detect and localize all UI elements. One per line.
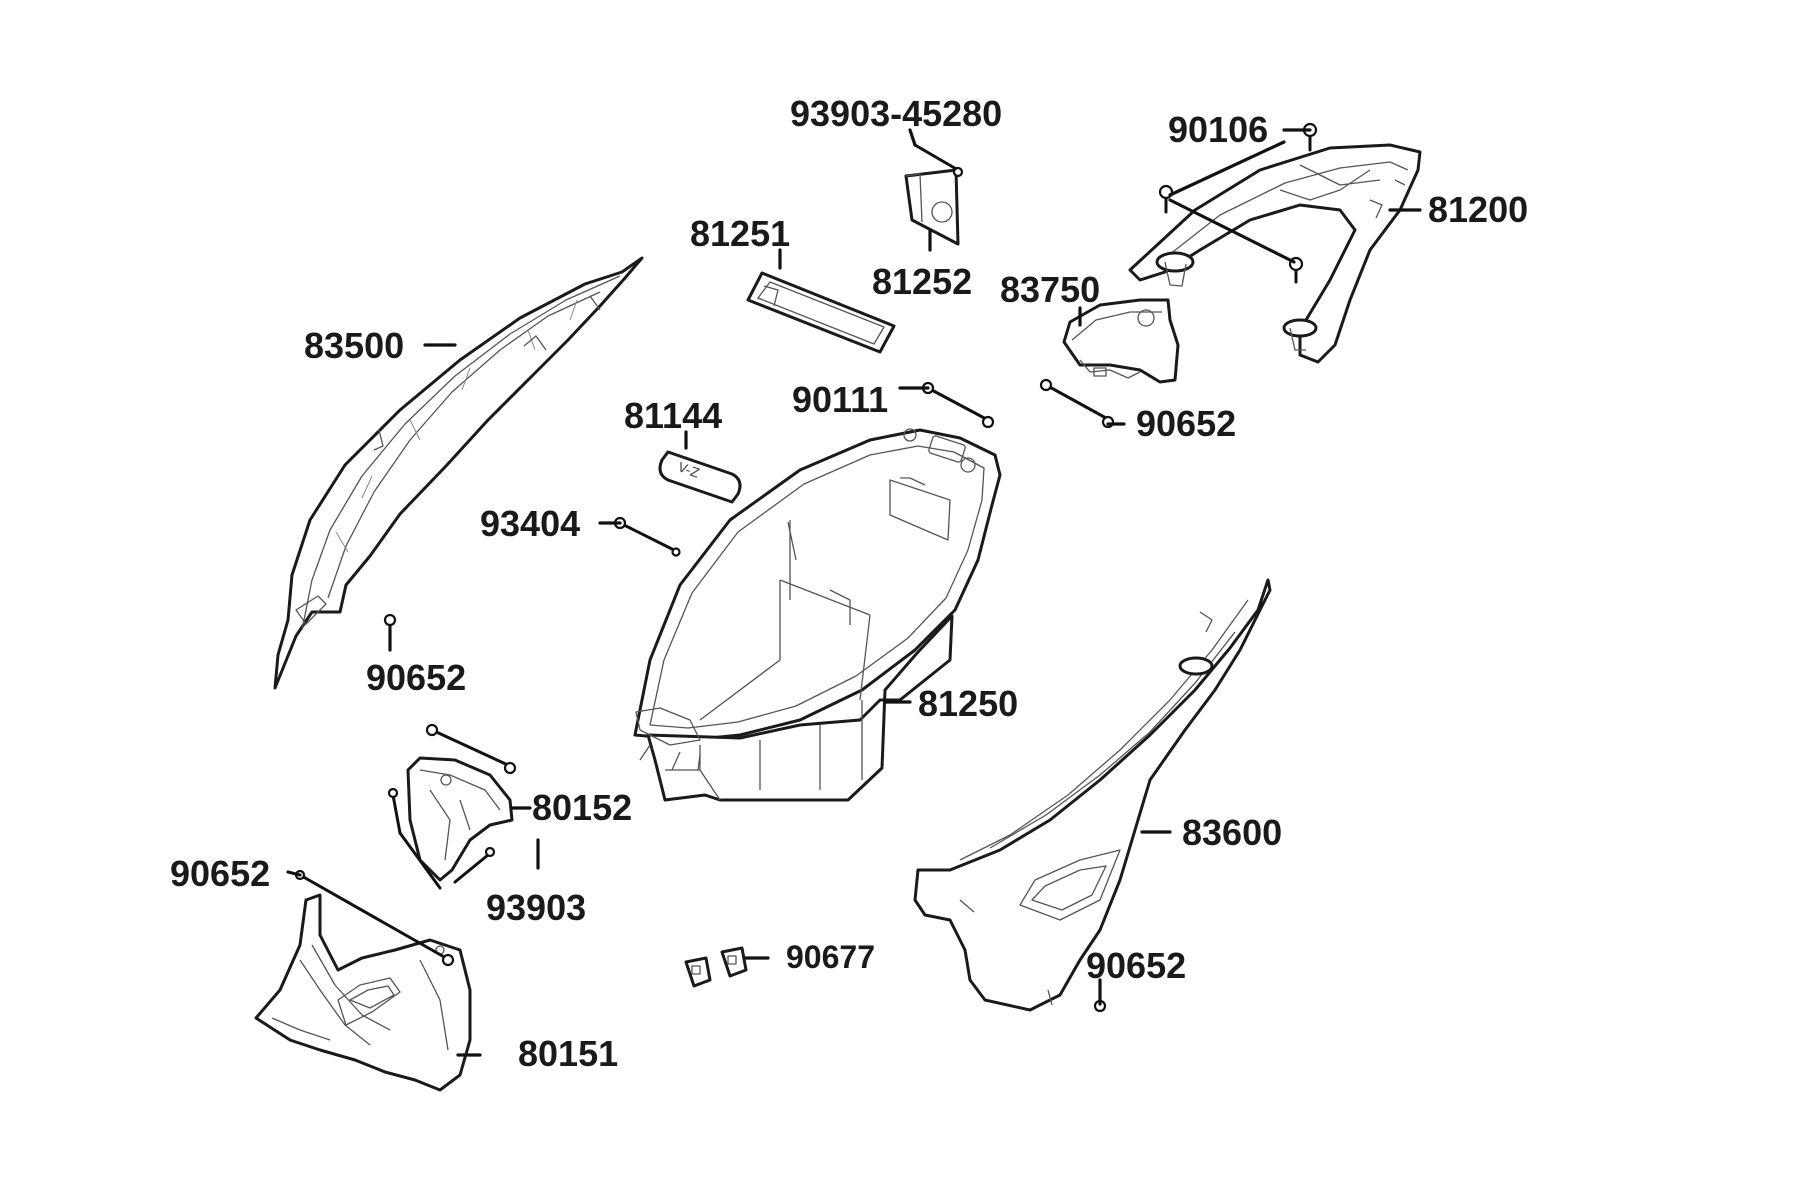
label-90106: 90106	[1168, 109, 1268, 150]
label-81252: 81252	[872, 261, 972, 302]
clip-nuts-90677	[684, 946, 748, 988]
label-93903-45280: 93903-45280	[790, 93, 1002, 134]
leader-lines	[286, 128, 1422, 1057]
label-83750: 83750	[1000, 269, 1100, 310]
screws-93903	[387, 787, 496, 890]
bolts-90106	[1158, 122, 1318, 284]
leader-90106-c	[1168, 198, 1296, 264]
label-90652-d: 90652	[170, 853, 270, 894]
label-80152: 80152	[532, 787, 632, 828]
part-labels: 93903-45280 90106 81200 81251 81252 8375…	[170, 93, 1528, 1074]
label-93903: 93903	[486, 887, 586, 928]
screw-90652-mid-left	[425, 723, 517, 775]
screw-90111	[921, 381, 995, 429]
label-90111: 90111	[792, 379, 888, 420]
inner-piece-80152	[406, 756, 514, 882]
storage-box-81250	[633, 428, 1002, 802]
label-81250: 81250	[918, 683, 1018, 724]
svg-text:V-Z: V-Z	[676, 460, 702, 482]
label-93404: 93404	[480, 503, 580, 544]
emblem-81144: V-Z	[658, 450, 742, 504]
label-90652-c: 90652	[1086, 945, 1186, 986]
leader-93903-45280	[908, 128, 917, 147]
left-side-cover-83500	[273, 256, 644, 690]
label-81251: 81251	[690, 213, 790, 254]
leader-90106-b	[1168, 140, 1286, 197]
tail-cover-83750	[1062, 298, 1180, 384]
screw-93404	[613, 516, 681, 557]
leader-90652-d	[286, 870, 302, 877]
screw-90652-rear	[1039, 378, 1115, 429]
lid-frame-81251	[746, 271, 896, 354]
label-90677: 90677	[786, 939, 875, 975]
label-90652-a: 90652	[1136, 403, 1236, 444]
label-90652-b: 90652	[366, 657, 466, 698]
label-80151: 80151	[518, 1033, 618, 1074]
front-inner-cover-80151	[254, 893, 472, 1092]
screw-93903-45280	[913, 143, 964, 178]
label-83600: 83600	[1182, 812, 1282, 853]
label-83500: 83500	[304, 325, 404, 366]
label-81200: 81200	[1428, 189, 1528, 230]
cover-plate-81252	[904, 168, 960, 246]
screw-90652-lower-left	[294, 869, 455, 967]
right-side-cover-83600	[913, 578, 1272, 1012]
label-81144: 81144	[624, 395, 722, 436]
